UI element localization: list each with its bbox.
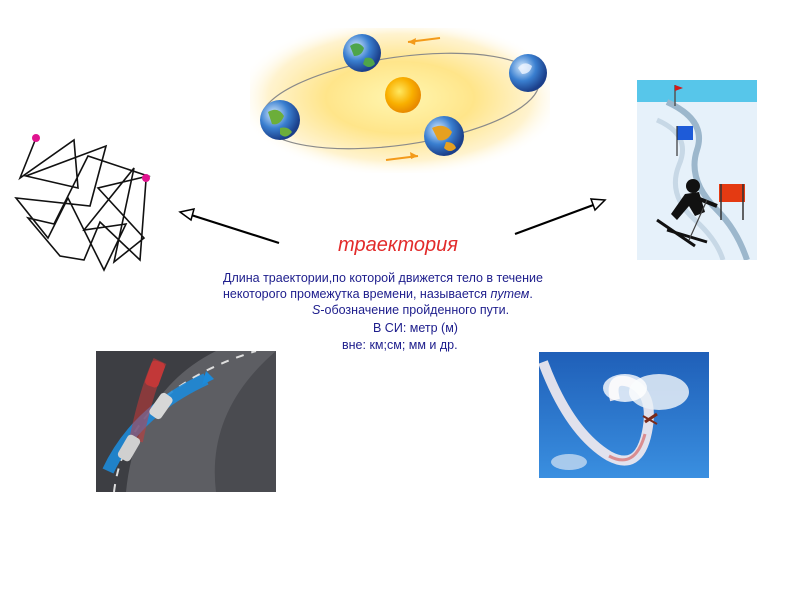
earth-icon (509, 54, 547, 92)
plane-smoke-photo (539, 352, 709, 478)
cars-road-photo (96, 351, 276, 492)
earth-icon (260, 100, 300, 140)
sun-icon (385, 77, 421, 113)
car-icon (149, 392, 173, 420)
plane-icon (642, 412, 658, 425)
definition-line-2: некоторого промежутка времени, называетс… (223, 287, 533, 301)
si-unit-line: В СИ: метр (м) (373, 321, 458, 335)
random-walk-illustration (8, 128, 158, 278)
arrow-left-icon (178, 206, 282, 246)
car-icon (145, 360, 165, 388)
orbit-illustration (250, 28, 550, 173)
definition-line-1: Длина траектории,по которой движется тел… (223, 271, 543, 285)
arrow-right-icon (512, 196, 608, 238)
other-units-line: вне: км;см; мм и др. (342, 338, 458, 352)
earth-icon (343, 34, 381, 72)
skier-icon (656, 179, 718, 248)
car-icon (117, 434, 141, 462)
earth-icon (424, 116, 464, 156)
symbol-line: S-обозначение пройденного пути. (312, 303, 510, 317)
skier-illustration (637, 80, 757, 260)
slide-title: траектория (338, 234, 458, 256)
